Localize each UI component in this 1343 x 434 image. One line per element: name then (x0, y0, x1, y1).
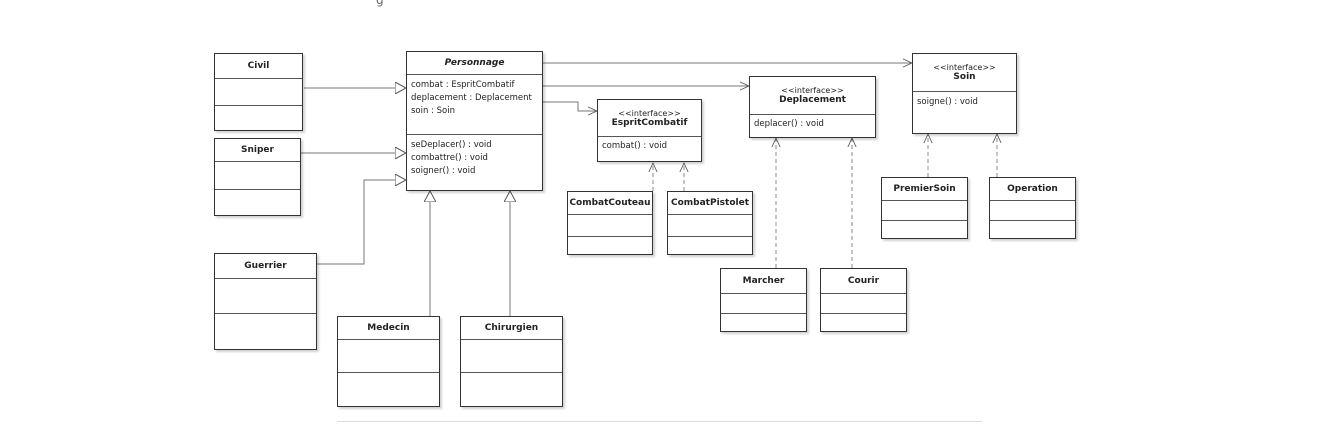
class-name: Civil (247, 61, 270, 71)
class-name: Operation (1007, 184, 1058, 194)
class-premiersoin[interactable]: PremierSoin (881, 177, 968, 239)
class-operation[interactable]: Operation (989, 177, 1076, 239)
class-name: Courir (847, 276, 880, 286)
attribute-line: soin : Soin (411, 106, 455, 116)
class-name: CombatPistolet (671, 198, 749, 208)
class-sniper[interactable]: Sniper (214, 138, 301, 216)
attribute-line: combat : EspritCombatif (411, 80, 515, 90)
class-courir[interactable]: Courir (820, 268, 907, 332)
class-personnage[interactable]: Personnage combat : EspritCombatif depla… (406, 51, 543, 191)
assoc-personnage-espritcombatif (542, 101, 597, 111)
interface-deplacement[interactable]: <<interface>> Deplacement deplacer() : v… (749, 76, 876, 138)
class-marcher[interactable]: Marcher (720, 268, 807, 332)
class-guerrier[interactable]: Guerrier (214, 253, 317, 350)
class-medecin[interactable]: Medecin (337, 316, 440, 407)
class-civil[interactable]: Civil (214, 53, 303, 131)
operation-line: combat() : void (602, 141, 667, 151)
class-name: Marcher (742, 276, 785, 286)
stereotype-label: <<interface>> (933, 63, 996, 72)
interface-soin[interactable]: <<interface>> Soin soigne() : void (912, 53, 1017, 134)
attribute-line: deplacement : Deplacement (411, 93, 532, 103)
operation-line: soigne() : void (917, 97, 978, 107)
operation-line: deplacer() : void (754, 119, 824, 129)
class-name: Soin (953, 72, 976, 82)
interface-espritcombatif[interactable]: <<interface>> EspritCombatif combat() : … (597, 99, 702, 162)
stereotype-label: <<interface>> (781, 86, 844, 95)
class-name: Medecin (367, 323, 410, 333)
class-combatcouteau[interactable]: CombatCouteau (567, 191, 653, 255)
class-name: Guerrier (244, 261, 287, 271)
class-name: Sniper (241, 145, 274, 155)
class-name: Deplacement (779, 95, 846, 105)
class-name: PremierSoin (893, 184, 956, 194)
class-name: EspritCombatif (611, 117, 688, 128)
bottom-divider (337, 421, 982, 422)
operation-line: soigner() : void (411, 166, 476, 176)
operation-line: seDeplacer() : void (411, 140, 492, 150)
stereotype-label: <<interface>> (618, 108, 681, 118)
class-combatpistolet[interactable]: CombatPistolet (667, 191, 753, 255)
class-name: Personnage (444, 58, 505, 68)
inherit-guerrier-personnage (317, 180, 406, 265)
class-name: CombatCouteau (569, 198, 651, 208)
operation-line: combattre() : void (411, 153, 488, 163)
class-name: Chirurgien (484, 323, 539, 333)
top-text-fragment: g (376, 0, 384, 7)
class-chirurgien[interactable]: Chirurgien (460, 316, 563, 407)
